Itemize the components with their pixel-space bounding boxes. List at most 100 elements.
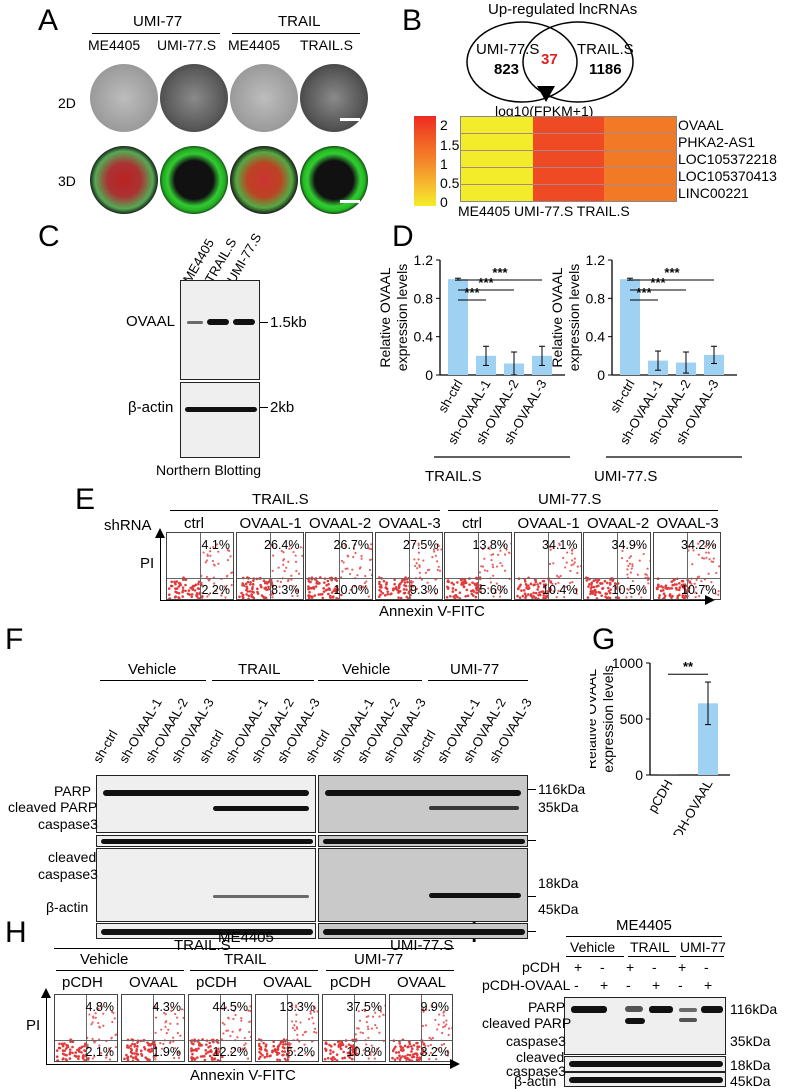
row-label: pCDH-OVAAL xyxy=(482,977,571,993)
panel-label-b: B xyxy=(402,4,423,37)
quadrant-line xyxy=(584,577,650,579)
percent-upper-right: 4.1% xyxy=(201,538,231,552)
y-tick-label: 0 xyxy=(425,367,433,383)
percent-lower-right: 10.5% xyxy=(611,582,647,597)
blot-parp-trail xyxy=(96,775,316,833)
quadrant-line xyxy=(617,533,618,599)
col-label: OVAAL-2 xyxy=(309,515,372,532)
arrow-right-icon xyxy=(705,595,715,605)
flow-plot: 4.8%2.1% xyxy=(54,994,118,1062)
arrow-up-icon xyxy=(155,528,165,538)
blot-parp-i xyxy=(564,997,726,1055)
group-label: TRAIL.S xyxy=(252,491,309,508)
panel-label-c: C xyxy=(38,220,60,253)
flow-plot: 13.3%5.2% xyxy=(255,994,319,1062)
gene-label: LINC00221 xyxy=(678,185,749,201)
blot-caspase3-umi77 xyxy=(318,835,528,847)
sig-label: *** xyxy=(664,265,680,280)
blot-caspase3-trail xyxy=(96,835,316,847)
flow-plot: 37.5% 10.8% xyxy=(322,994,386,1062)
quadrant-line xyxy=(86,995,87,1061)
y-tick-label: 1.2 xyxy=(414,252,434,268)
blot-row-label: β-actin xyxy=(514,1073,557,1089)
percent-lower-right: 3.2% xyxy=(420,1044,450,1059)
bar xyxy=(448,279,468,375)
sig-label: *** xyxy=(464,285,480,300)
venn-diagram xyxy=(466,21,634,103)
percent-lower-right: 9.3% xyxy=(410,582,439,597)
blot-cleaved-caspase3-umi77 xyxy=(318,848,528,922)
y-tick-label: 0 xyxy=(635,767,643,783)
x-axis-label: Annexin V-FITC xyxy=(379,603,485,620)
bar xyxy=(704,354,724,375)
blot-row-label: caspase3 xyxy=(506,1033,566,1049)
panel-label-h: H xyxy=(5,916,27,949)
quadrant-line xyxy=(686,533,688,599)
i-title: ME4405 xyxy=(616,917,672,934)
dish-image xyxy=(230,64,298,132)
col-label: OVAAL-3 xyxy=(378,515,441,532)
northern-blot-actin xyxy=(180,382,260,458)
cell-line-label: TRAIL.S xyxy=(174,937,231,954)
group-label-trail: TRAIL xyxy=(278,13,321,30)
blot-row-label: PARP xyxy=(54,783,92,799)
blot-row-label: cleaved xyxy=(516,1049,565,1065)
quadrant-line xyxy=(153,995,154,1061)
sign-ovaal: - xyxy=(626,977,631,993)
blot-row-label: cleaved PARP xyxy=(8,799,98,815)
bar xyxy=(620,279,640,375)
group-label: UMI-77.S xyxy=(594,468,658,485)
percent-lower-right: 10.8% xyxy=(346,1044,382,1059)
percent-lower-right: 5.6% xyxy=(479,582,509,597)
treatment-label: Vehicle xyxy=(80,951,129,968)
spheroid-image xyxy=(300,146,368,214)
quadrant-line xyxy=(323,1039,385,1041)
quadrant-line xyxy=(445,577,511,579)
y-tick-label: 0.4 xyxy=(414,329,434,345)
y-axis-label-line: Relative OVAAL xyxy=(590,669,599,769)
quadrant-line xyxy=(122,1039,184,1041)
blot-caption: Northern Blotting xyxy=(156,462,262,478)
quadrant-line xyxy=(55,1039,117,1041)
venn-right-label: TRAIL.S xyxy=(577,41,634,58)
flow-plot: 4.3%1.9% xyxy=(121,994,185,1062)
percent-upper-right: 27.5% xyxy=(403,538,439,552)
size-marker: 2kb xyxy=(270,399,295,416)
blot-caspase3-i xyxy=(564,1056,726,1072)
sig-label: ** xyxy=(683,659,694,674)
treatment-label: TRAIL xyxy=(238,661,281,678)
spheroid-image xyxy=(230,146,298,214)
sign-pcdh: + xyxy=(574,959,583,975)
percent-lower-right: 10.7% xyxy=(681,582,717,597)
col-label: pCDH xyxy=(330,974,371,991)
blot-row-label: caspase3 xyxy=(38,866,98,882)
sign-pcdh: - xyxy=(600,959,605,975)
quadrant-line xyxy=(408,533,410,599)
quadrant-line xyxy=(189,1039,251,1041)
y-tick-label: 0.8 xyxy=(586,290,606,306)
down-arrow-icon xyxy=(537,86,555,102)
percent-lower-right: 2.1% xyxy=(85,1044,115,1059)
flow-plot: 13.8%5.6% xyxy=(444,532,512,600)
col-label: ME4405 xyxy=(88,37,141,53)
heatmap xyxy=(460,116,677,202)
venn-right-count: 1186 xyxy=(589,61,622,78)
arrow-right-icon xyxy=(450,1059,460,1069)
percent-upper-right: 13.3% xyxy=(279,1000,315,1014)
quadrant-line xyxy=(547,533,549,599)
y-axis-label: PI xyxy=(140,555,155,572)
flow-dots xyxy=(123,1005,184,1061)
flow-plot: 34.2%10.7% xyxy=(652,532,721,600)
quadrant-line xyxy=(236,577,303,579)
percent-upper-right: 37.5% xyxy=(346,1000,382,1014)
sign-pcdh: + xyxy=(626,959,635,975)
col-label: ME4405 xyxy=(228,37,281,53)
treatment-label: UMI-77 xyxy=(680,939,726,955)
row-label: pCDH xyxy=(522,959,561,975)
y-axis-label-line: Relative OVAAL xyxy=(377,267,393,367)
col-label: TRAIL.S xyxy=(300,37,353,53)
gene-label: OVAAL xyxy=(678,117,724,133)
quadrant-line xyxy=(653,577,720,579)
scale-tick: 0 xyxy=(440,194,448,210)
quadrant-line xyxy=(390,1039,452,1041)
